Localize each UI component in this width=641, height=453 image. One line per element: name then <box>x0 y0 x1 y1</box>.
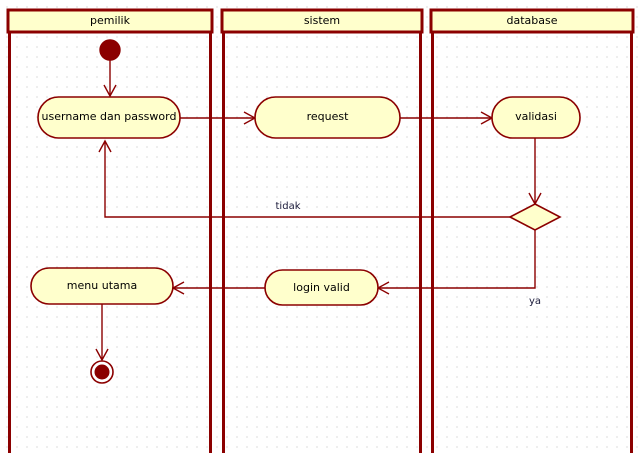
edge-validasi-to-decision <box>528 138 542 206</box>
activity-login-valid[interactable] <box>264 269 379 306</box>
swimlane-header-database <box>429 8 635 34</box>
swimlane-database[interactable] <box>429 8 635 453</box>
edge-start-to-username <box>103 60 117 98</box>
activity-validasi[interactable] <box>491 96 581 139</box>
initial-node[interactable] <box>99 39 121 61</box>
activity-request[interactable] <box>254 96 401 139</box>
edge-username-to-request <box>180 111 257 125</box>
activity-username-dan-password[interactable] <box>37 96 181 139</box>
edge-decision-tidak <box>98 139 510 218</box>
edge-loginvalid-to-menuutama <box>171 281 265 295</box>
swimlane-sistem[interactable] <box>220 8 424 453</box>
final-node[interactable] <box>90 360 114 384</box>
edge-menuutama-to-end <box>95 304 109 362</box>
swimlane-pemilik[interactable] <box>6 8 214 453</box>
edge-decision-ya <box>376 230 536 295</box>
decision-node[interactable] <box>508 203 562 231</box>
swimlane-header-pemilik <box>6 8 214 34</box>
edge-request-to-validasi <box>400 111 494 125</box>
activity-menu-utama[interactable] <box>30 267 174 305</box>
swimlane-header-sistem <box>220 8 424 34</box>
